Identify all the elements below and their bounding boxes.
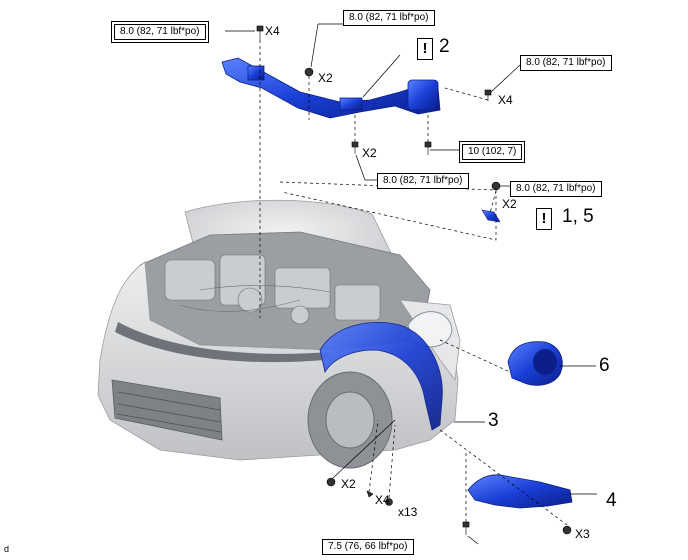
quantity-label: X2	[341, 477, 356, 491]
quantity-label: X2	[362, 146, 377, 160]
nut-icon	[491, 181, 501, 191]
part-6-charge-inlet-cover	[507, 341, 563, 386]
lower-grille	[111, 379, 223, 441]
quantity-label: X2	[318, 71, 333, 85]
torque-spec-label: 8.0 (82, 71 lbf*po)	[377, 173, 469, 189]
quantity-label: X3	[575, 527, 590, 541]
callout-number: 2	[439, 36, 450, 57]
torque-spec-label: 8.0 (82, 71 lbf*po)	[343, 10, 435, 26]
caution-icon: !	[417, 38, 433, 60]
vehicle-front	[97, 199, 461, 469]
callout-number: 1, 5	[562, 206, 594, 227]
torque-spec-label: 7.5 (76, 66 lbf*po)	[322, 539, 414, 555]
callout-number: 4	[606, 490, 617, 511]
clip-icon	[366, 490, 374, 498]
quantity-label: x13	[398, 505, 418, 519]
part-2-wire-harness	[221, 57, 441, 119]
nut-icon	[304, 67, 314, 77]
illustration-code: d	[4, 544, 10, 554]
torque-spec-label: 8.0 (82, 71 lbf*po)	[510, 181, 602, 197]
nut-icon	[385, 498, 393, 506]
quantity-label: X4	[375, 493, 390, 507]
torque-spec-label: 8.0 (82, 71 lbf*po)	[111, 21, 209, 43]
nut-icon	[326, 477, 336, 487]
callout-number: 6	[599, 355, 610, 376]
torque-spec-label: 10 (102, 7)	[458, 141, 526, 163]
bolt-icon	[462, 521, 470, 535]
bolt-icon	[424, 141, 432, 155]
part-4-lower-cover	[467, 474, 573, 509]
quantity-label: X2	[502, 197, 517, 211]
fasteners	[256, 25, 572, 535]
part-1-5-bracket	[481, 209, 501, 223]
engine-components	[164, 254, 381, 325]
caution-icon: !	[536, 208, 552, 230]
nut-icon	[562, 525, 572, 535]
torque-spec-label: 8.0 (82, 71 lbf*po)	[520, 55, 612, 71]
part-3-fender-liner	[319, 322, 443, 431]
leader-lines	[225, 23, 597, 545]
bolt-icon	[256, 25, 264, 40]
bolt-icon	[351, 141, 359, 154]
quantity-label: X4	[265, 24, 280, 38]
brake-rotor	[325, 391, 375, 449]
quantity-label: X4	[498, 93, 513, 107]
headlight	[115, 322, 330, 363]
callout-number: 3	[488, 410, 499, 431]
